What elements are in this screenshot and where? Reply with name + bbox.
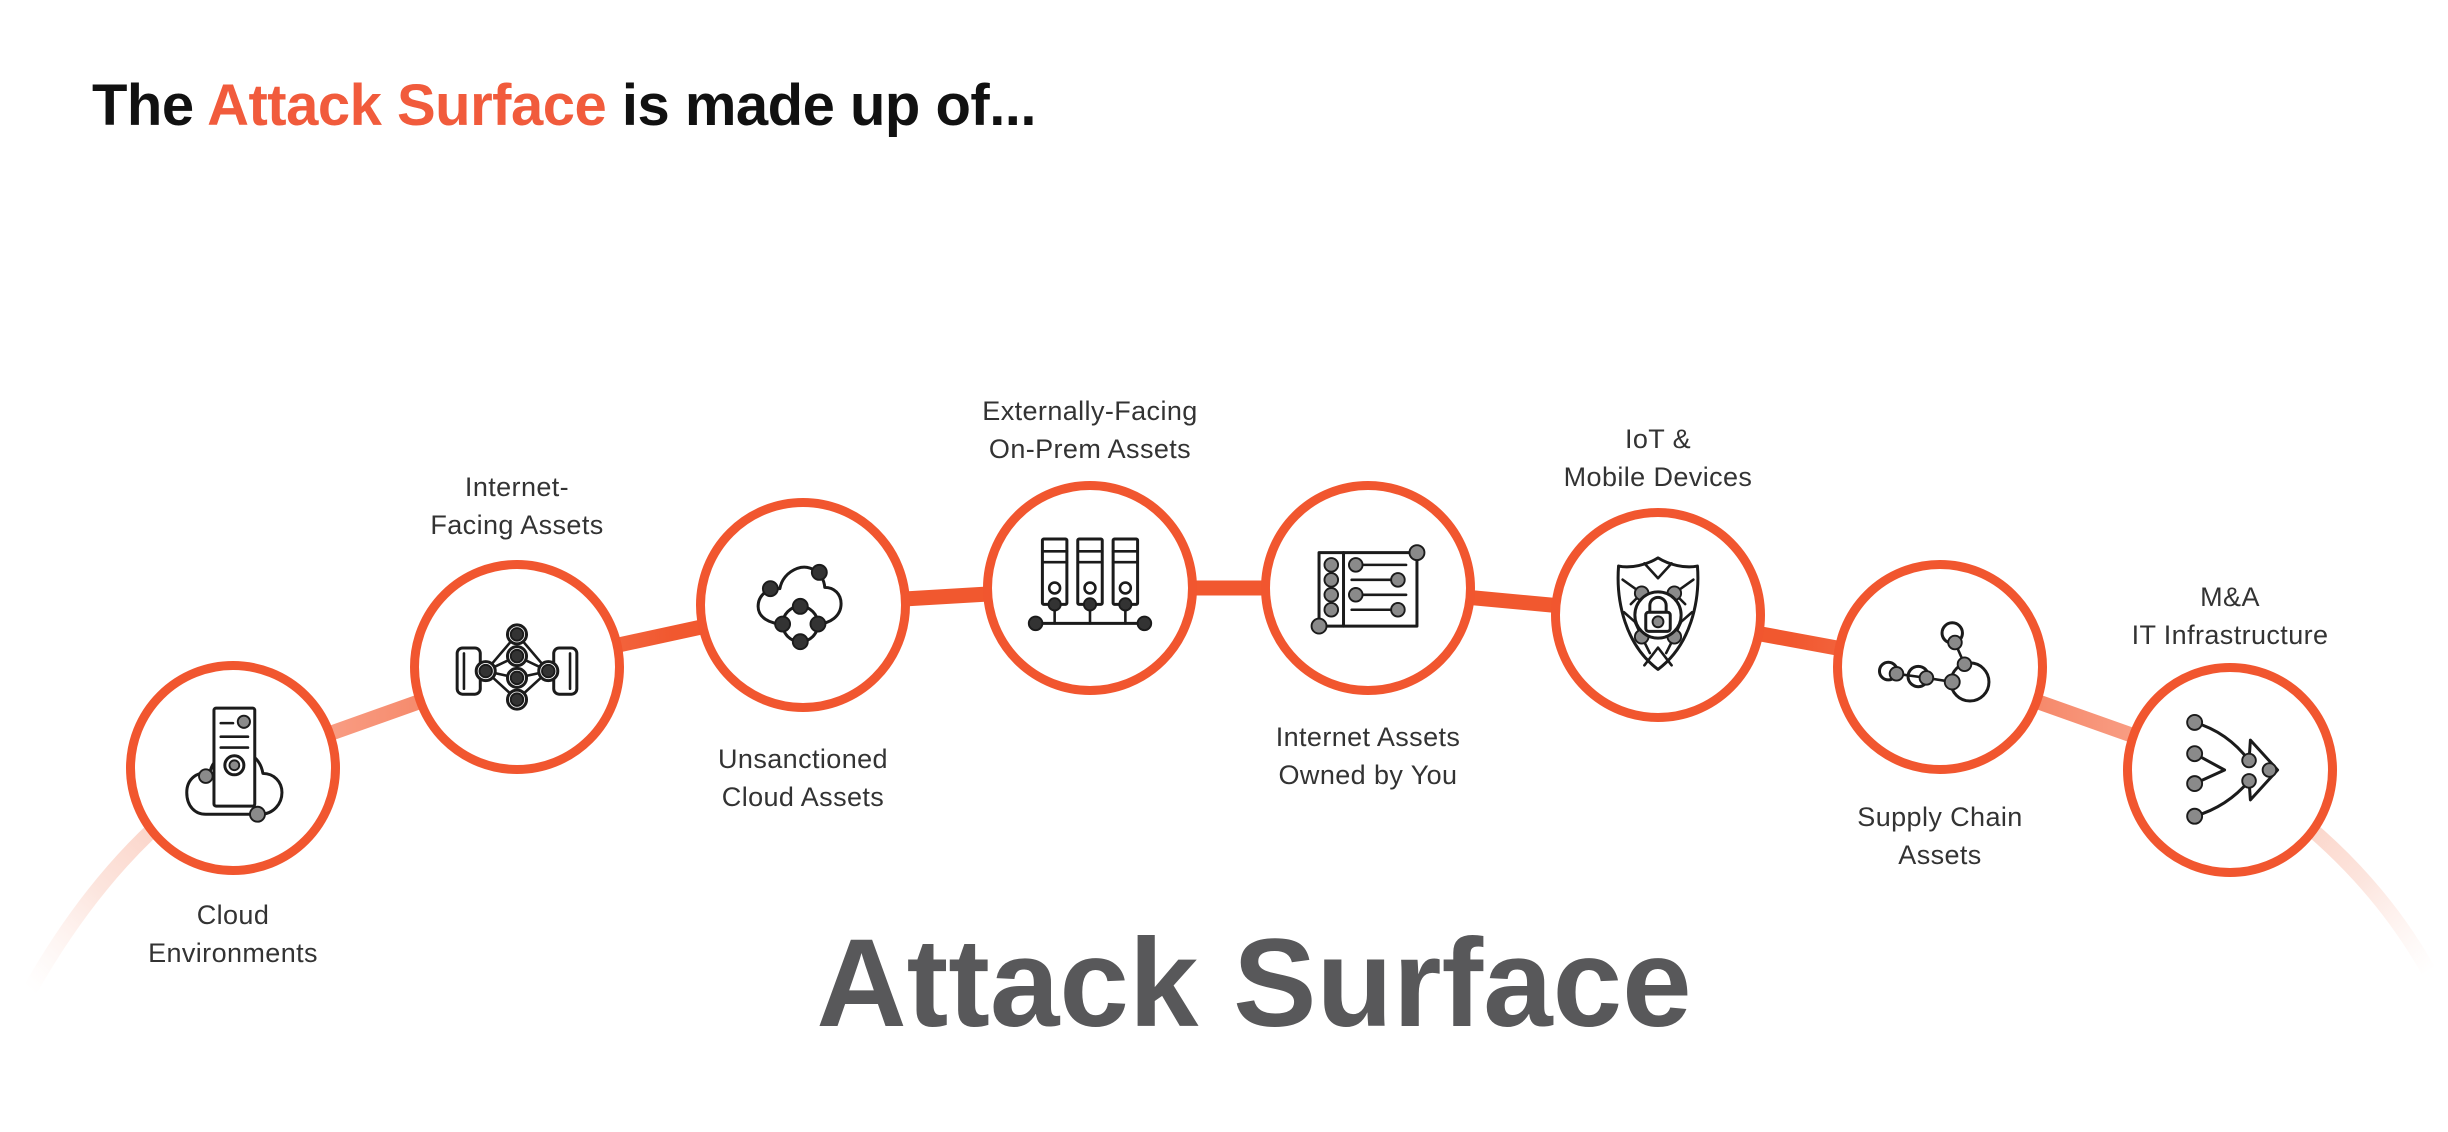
shield-lock-icon (1616, 556, 1700, 671)
node-circle (126, 661, 340, 875)
node-label: Internet- Facing Assets (430, 472, 604, 541)
cloud-server-icon (185, 706, 284, 823)
page-title: The Attack Surface is made up of... (92, 72, 1037, 139)
merge-arrow-icon (2186, 713, 2280, 825)
server-rack-icon (1027, 537, 1153, 632)
node-label: M&A IT Infrastructure (2131, 582, 2329, 651)
node-label: Internet Assets Owned by You (1275, 722, 1461, 791)
supply-graph-icon (1877, 621, 1991, 703)
node-circle (2123, 663, 2337, 877)
title-highlight: Attack Surface (207, 73, 607, 138)
title-suffix: is made up of... (606, 73, 1037, 138)
node-circle (1833, 560, 2047, 774)
node-circle (1261, 481, 1475, 695)
node-label: Externally-Facing On-Prem Assets (982, 396, 1198, 465)
asset-list-icon (1310, 544, 1426, 635)
shadow-cloud-icon (756, 563, 843, 651)
title-prefix: The (92, 73, 208, 138)
network-mesh-icon (455, 623, 579, 711)
node-label: IoT & Mobile Devices (1563, 424, 1753, 493)
node-circle (983, 481, 1197, 695)
node-circle (1551, 508, 1765, 722)
node-label: Supply Chain Assets (1857, 802, 2023, 871)
node-label: Unsanctioned Cloud Assets (718, 744, 888, 813)
node-circle (410, 560, 624, 774)
attack-surface-watermark: Attack Surface (816, 914, 1692, 1053)
node-label: Cloud Environments (148, 900, 318, 969)
node-circle (696, 498, 910, 712)
